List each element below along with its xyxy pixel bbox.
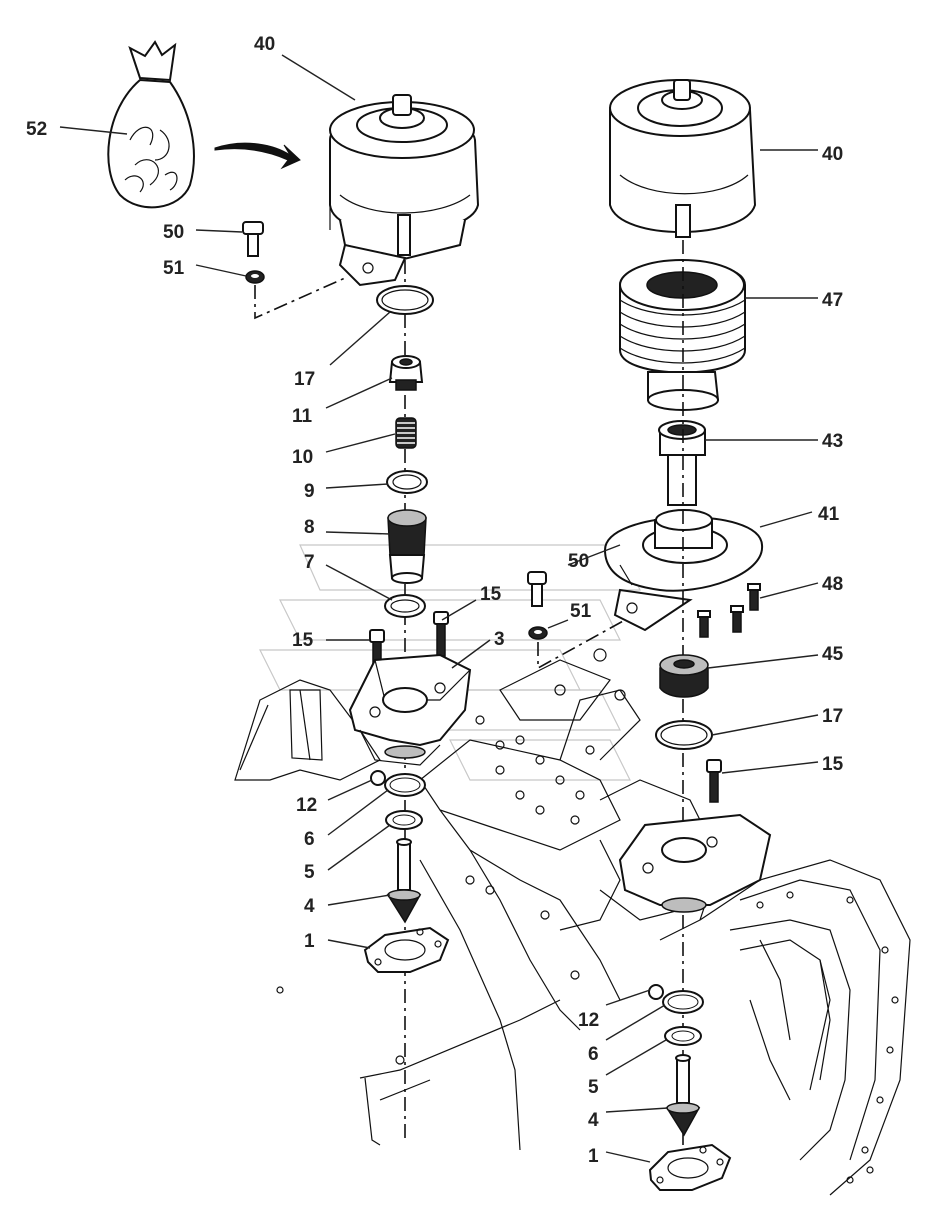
plug-11 <box>388 355 424 391</box>
parts-bag-52 <box>107 40 195 209</box>
callout-51-left: 51 <box>163 258 185 279</box>
callout-11: 11 <box>292 406 313 427</box>
callout-10: 10 <box>292 447 313 468</box>
callout-15-middle: 15 <box>480 584 502 605</box>
gasket-1-left <box>363 926 450 973</box>
ring-12-right <box>648 984 664 1000</box>
callout-17-left: 17 <box>294 369 315 390</box>
callout-15-left: 15 <box>292 630 314 651</box>
valve-8 <box>387 509 427 584</box>
callout-12-left: 12 <box>296 795 317 816</box>
callout-3: 3 <box>494 629 505 650</box>
callout-12-right: 12 <box>578 1010 599 1031</box>
callout-4-right: 4 <box>588 1110 599 1131</box>
callout-17-right: 17 <box>822 706 843 727</box>
callout-5-left: 5 <box>304 862 315 883</box>
callout-15-right: 15 <box>822 754 844 775</box>
callout-8: 8 <box>304 517 315 538</box>
bolt-50-right <box>527 571 547 607</box>
bolt-15-left-b <box>433 611 449 657</box>
bolt-50-left <box>242 221 264 257</box>
filter-cover-40-right <box>609 79 757 238</box>
callout-1-left: 1 <box>304 931 315 952</box>
filter-cover-40-left <box>329 94 480 287</box>
callout-41: 41 <box>818 504 840 525</box>
callout-labels: 52 40 50 51 17 11 10 9 8 7 15 15 3 12 6 … <box>26 34 844 1167</box>
callout-6-right: 6 <box>588 1044 599 1065</box>
callout-50-right: 50 <box>568 551 589 572</box>
callout-47: 47 <box>822 290 843 311</box>
housing-3 <box>348 653 472 766</box>
bolts-48 <box>697 583 761 638</box>
seal-45 <box>659 654 709 698</box>
callout-7: 7 <box>304 552 315 573</box>
callout-1-right: 1 <box>588 1146 599 1167</box>
leader-lines <box>59 54 819 1163</box>
ring-12-left <box>370 770 386 786</box>
callout-4-left: 4 <box>304 896 315 917</box>
callout-9: 9 <box>304 481 315 502</box>
pickup-4-right <box>665 1054 701 1137</box>
alignment-line-bolt-right <box>537 619 626 670</box>
pickup-4-left <box>386 838 422 924</box>
callout-5-right: 5 <box>588 1077 599 1098</box>
gasket-1-right <box>648 1143 732 1191</box>
callout-45: 45 <box>822 644 844 665</box>
filter-base-41 <box>603 509 764 632</box>
filter-element-47 <box>619 259 746 411</box>
tube-43 <box>658 420 706 506</box>
callout-52: 52 <box>26 119 47 140</box>
callout-51-right: 51 <box>570 601 592 622</box>
engine-housing <box>234 648 911 1196</box>
callout-40-right: 40 <box>822 144 843 165</box>
assembly-arrow <box>214 142 301 170</box>
callout-6-left: 6 <box>304 829 315 850</box>
spring-10 <box>395 417 417 449</box>
watermark <box>259 544 641 781</box>
callout-40-left: 40 <box>254 34 275 55</box>
alignment-line-bolt-left <box>254 277 346 320</box>
callout-43: 43 <box>822 431 843 452</box>
callout-50-left: 50 <box>163 222 184 243</box>
housing-right <box>618 813 772 913</box>
bolt-15-right <box>706 759 722 803</box>
callout-48: 48 <box>822 574 843 595</box>
